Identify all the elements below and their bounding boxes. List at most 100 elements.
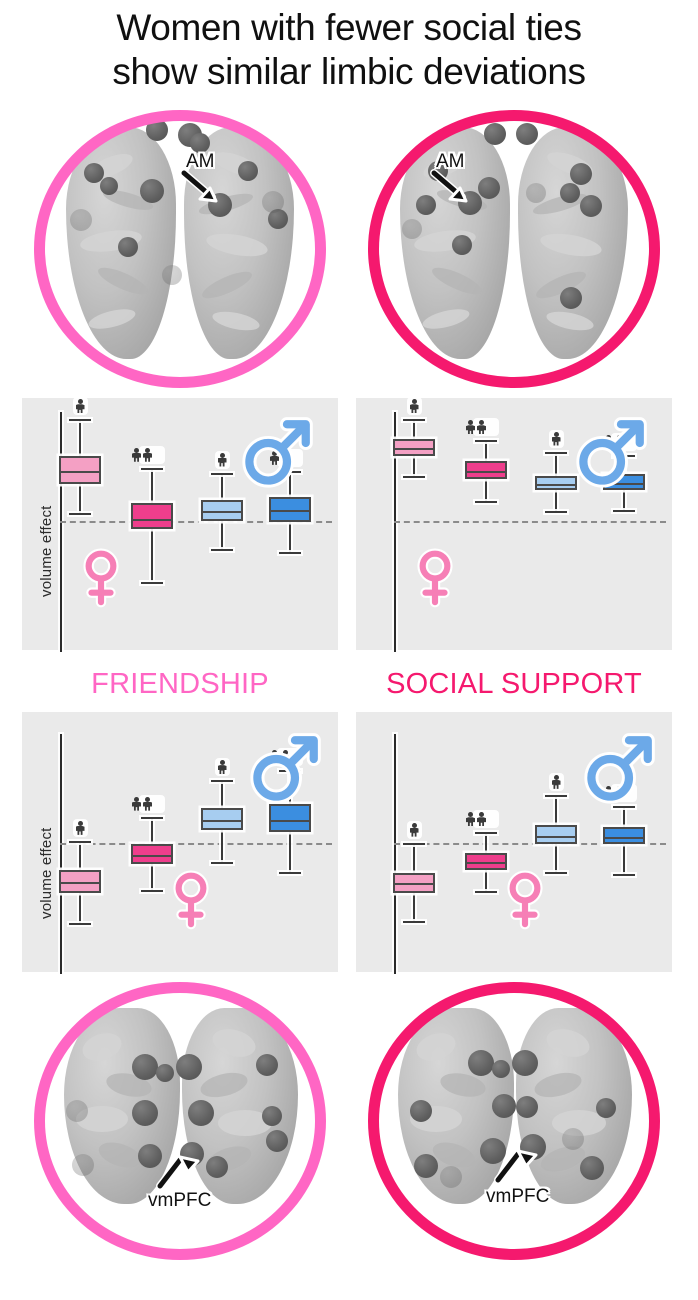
whisker-cap-lower [141, 890, 163, 893]
mars-symbol-icon [248, 732, 321, 805]
box-body [201, 807, 243, 831]
whisker-cap-lower [69, 512, 91, 515]
single-person-icon [75, 820, 85, 835]
whisker-cap-lower [69, 922, 91, 925]
single-person-icon [551, 431, 561, 446]
y-axis-line [394, 412, 396, 652]
y-axis-line [60, 734, 62, 974]
venus-symbol-icon [506, 870, 544, 930]
two-people-icon [132, 447, 152, 462]
single-person-icon [75, 399, 85, 414]
median-line [605, 837, 643, 840]
median-line [203, 511, 241, 514]
whisker-cap-lower [279, 551, 301, 554]
box-body [269, 496, 311, 522]
median-line [271, 820, 309, 823]
median-line [467, 861, 505, 864]
single-person-icon [551, 774, 561, 789]
whisker-cap-lower [279, 872, 301, 875]
whisker-cap-upper [545, 794, 567, 797]
median-line [395, 883, 433, 886]
single-person-icon [217, 760, 227, 775]
two-people-icon [132, 796, 152, 811]
whisker-cap-lower [475, 891, 497, 894]
page-title: Women with fewer social ties show simila… [0, 6, 698, 94]
median-line [133, 854, 171, 857]
box-body [535, 475, 577, 491]
whisker-cap-lower [211, 549, 233, 552]
single-person-icon [409, 399, 419, 414]
column-label-social-support: SOCIAL SUPPORT [386, 668, 642, 700]
whisker-cap-upper [403, 419, 425, 422]
zero-reference-line [60, 842, 332, 845]
highlight-ring-bottom-left [34, 982, 326, 1260]
whisker-cap-upper [141, 467, 163, 470]
median-line [467, 470, 505, 473]
two-people-icon [466, 812, 486, 827]
median-line [537, 483, 575, 486]
two-people-icon [466, 420, 486, 435]
median-line [605, 483, 643, 486]
whisker-cap-lower [403, 475, 425, 478]
box-body [131, 503, 173, 530]
whisker-cap-lower [545, 872, 567, 875]
venus-symbol-icon [172, 870, 210, 930]
mars-symbol-icon [582, 732, 655, 805]
y-axis-line [394, 734, 396, 974]
whisker-cap-lower [141, 581, 163, 584]
mars-symbol-icon [574, 416, 647, 489]
box-body [393, 438, 435, 457]
whisker-cap-upper [475, 440, 497, 443]
box-body [269, 804, 311, 833]
mars-symbol-icon [240, 416, 313, 489]
median-line [203, 820, 241, 823]
whisker-cap-upper [211, 780, 233, 783]
box-body [131, 844, 173, 865]
highlight-ring-top-left [34, 110, 326, 388]
whisker-cap-upper [69, 840, 91, 843]
whisker-cap-upper [475, 832, 497, 835]
box-body [465, 853, 507, 871]
whisker-cap-lower [211, 861, 233, 864]
whisker-cap-lower [545, 511, 567, 514]
zero-reference-line [60, 520, 332, 523]
whisker-cap-lower [403, 920, 425, 923]
median-line [133, 519, 171, 522]
whisker-cap-upper [69, 419, 91, 422]
box-body [201, 499, 243, 521]
median-line [271, 510, 309, 513]
median-line [61, 881, 99, 884]
box-body [393, 873, 435, 894]
whisker-cap-upper [211, 472, 233, 475]
title-line-2: show similar limbic deviations [112, 51, 586, 92]
single-person-icon [217, 452, 227, 467]
median-line [537, 835, 575, 838]
whisker-cap-lower [613, 873, 635, 876]
venus-symbol-icon [82, 548, 120, 608]
median-line [61, 470, 99, 473]
column-label-friendship: FRIENDSHIP [91, 668, 269, 700]
highlight-ring-top-right [368, 110, 660, 388]
whisker-cap-upper [403, 842, 425, 845]
whisker-cap-lower [475, 500, 497, 503]
title-line-1: Women with fewer social ties [116, 7, 582, 48]
box-body [535, 825, 577, 845]
box-body [59, 456, 101, 484]
highlight-ring-bottom-right [368, 982, 660, 1260]
box-body [59, 870, 101, 894]
single-person-icon [409, 822, 419, 837]
venus-symbol-icon [416, 548, 454, 608]
box-body [603, 827, 645, 845]
zero-reference-line [394, 842, 666, 845]
median-line [395, 448, 433, 451]
box-body [465, 461, 507, 479]
zero-reference-line [394, 520, 666, 523]
whisker-cap-upper [613, 806, 635, 809]
whisker-cap-upper [141, 816, 163, 819]
whisker-cap-lower [613, 509, 635, 512]
